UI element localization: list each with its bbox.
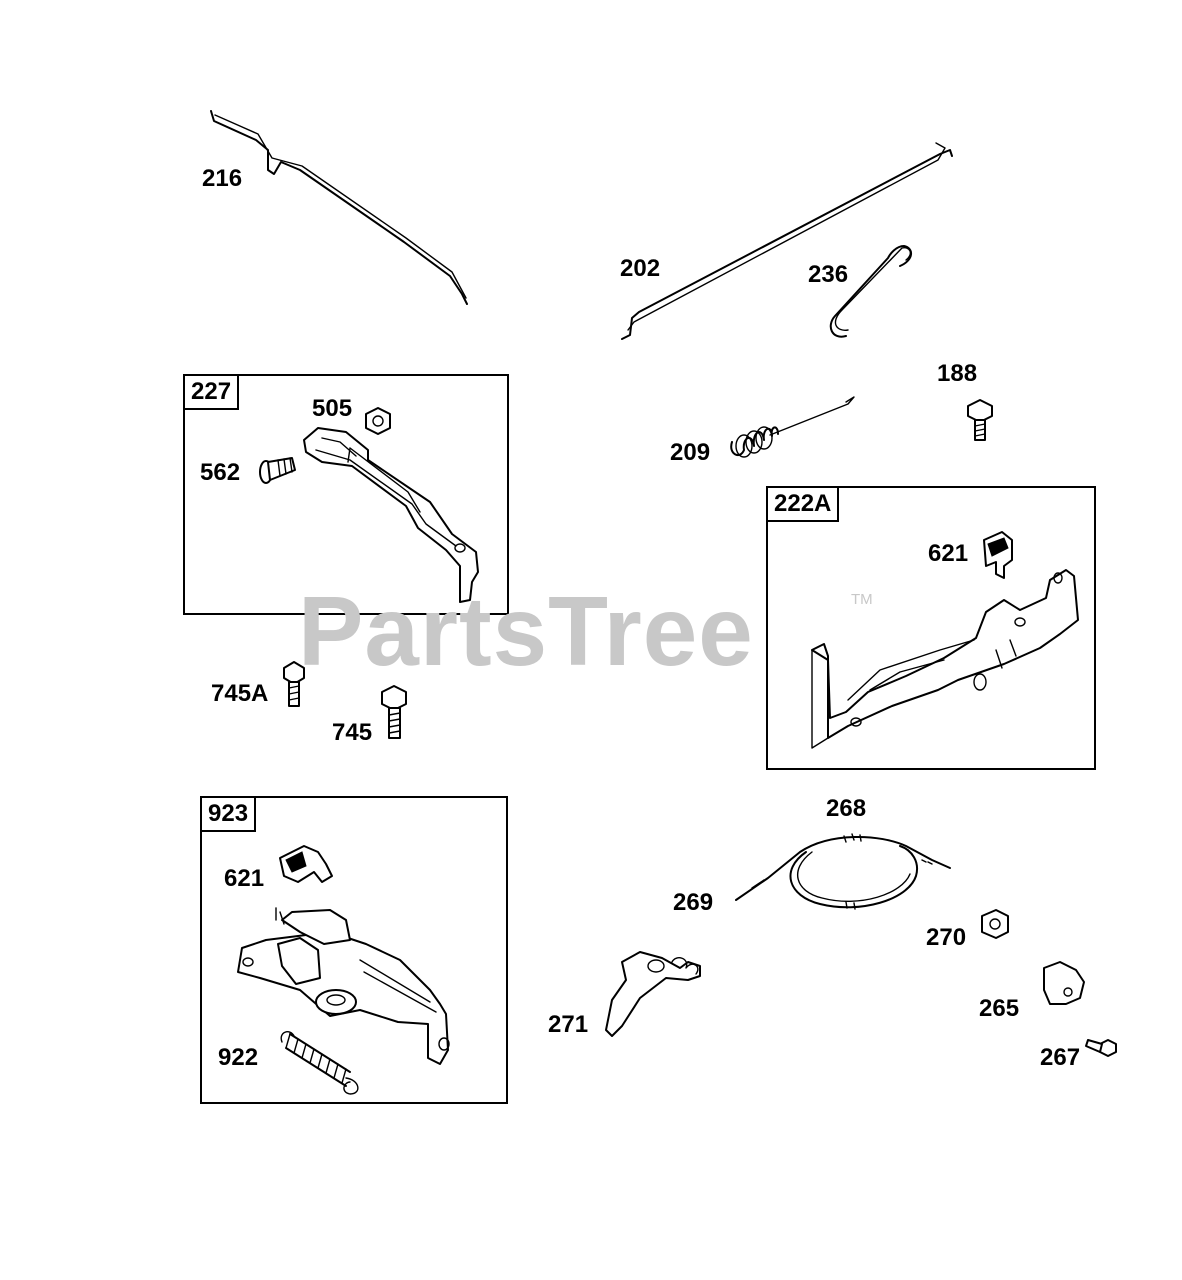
part-188-bolt — [967, 399, 993, 441]
callout-271: 271 — [548, 1011, 589, 1038]
part-745-bolt — [381, 685, 407, 739]
callout-188: 188 — [937, 360, 978, 387]
callout-236: 236 — [808, 261, 849, 288]
part-268-cable — [735, 833, 951, 910]
part-621-switch-clip-923 — [279, 845, 333, 883]
group-923-tag: 923 — [200, 796, 257, 832]
part-271-lever — [605, 951, 701, 1037]
callout-268: 268 — [826, 795, 867, 822]
part-621-switch-clip-222A — [983, 531, 1013, 579]
part-265-bracket — [1043, 961, 1085, 1005]
watermark-text: PartsTree — [298, 576, 754, 686]
callout-267: 267 — [1040, 1044, 1081, 1071]
callout-265: 265 — [979, 995, 1020, 1022]
part-267-screw — [1085, 1039, 1117, 1057]
part-209-governor-spring — [730, 396, 855, 458]
callout-745: 745 — [332, 719, 373, 746]
part-216-governor-link — [210, 110, 468, 305]
callout-745A: 745A — [211, 680, 269, 707]
callout-505: 505 — [312, 395, 353, 422]
part-562-bolt — [259, 457, 296, 484]
callout-202: 202 — [620, 255, 661, 282]
part-923-control-assembly — [237, 907, 450, 1065]
group-227-tag: 227 — [183, 374, 240, 410]
callout-621-222A: 621 — [928, 540, 969, 567]
callout-269: 269 — [673, 889, 714, 916]
part-236-link — [829, 245, 912, 338]
callout-562: 562 — [200, 459, 241, 486]
part-227-control-lever — [303, 427, 479, 603]
group-227-box: 227 — [183, 374, 509, 615]
callout-621-923: 621 — [224, 865, 265, 892]
group-222A-box: 222A — [766, 486, 1096, 770]
part-222A-control-bracket — [811, 569, 1079, 749]
callout-922: 922 — [218, 1044, 259, 1071]
callout-216: 216 — [202, 165, 243, 192]
group-222A-tag: 222A — [766, 486, 840, 522]
callout-270: 270 — [926, 924, 967, 951]
watermark-trademark: TM — [851, 591, 873, 608]
part-202-throttle-link — [621, 142, 953, 340]
part-270-nut — [981, 909, 1009, 939]
callout-209: 209 — [670, 439, 711, 466]
part-505-nut — [365, 407, 391, 435]
part-922-spring — [280, 1031, 359, 1095]
part-745A-bolt — [283, 661, 305, 707]
group-923-box: 923 — [200, 796, 508, 1104]
